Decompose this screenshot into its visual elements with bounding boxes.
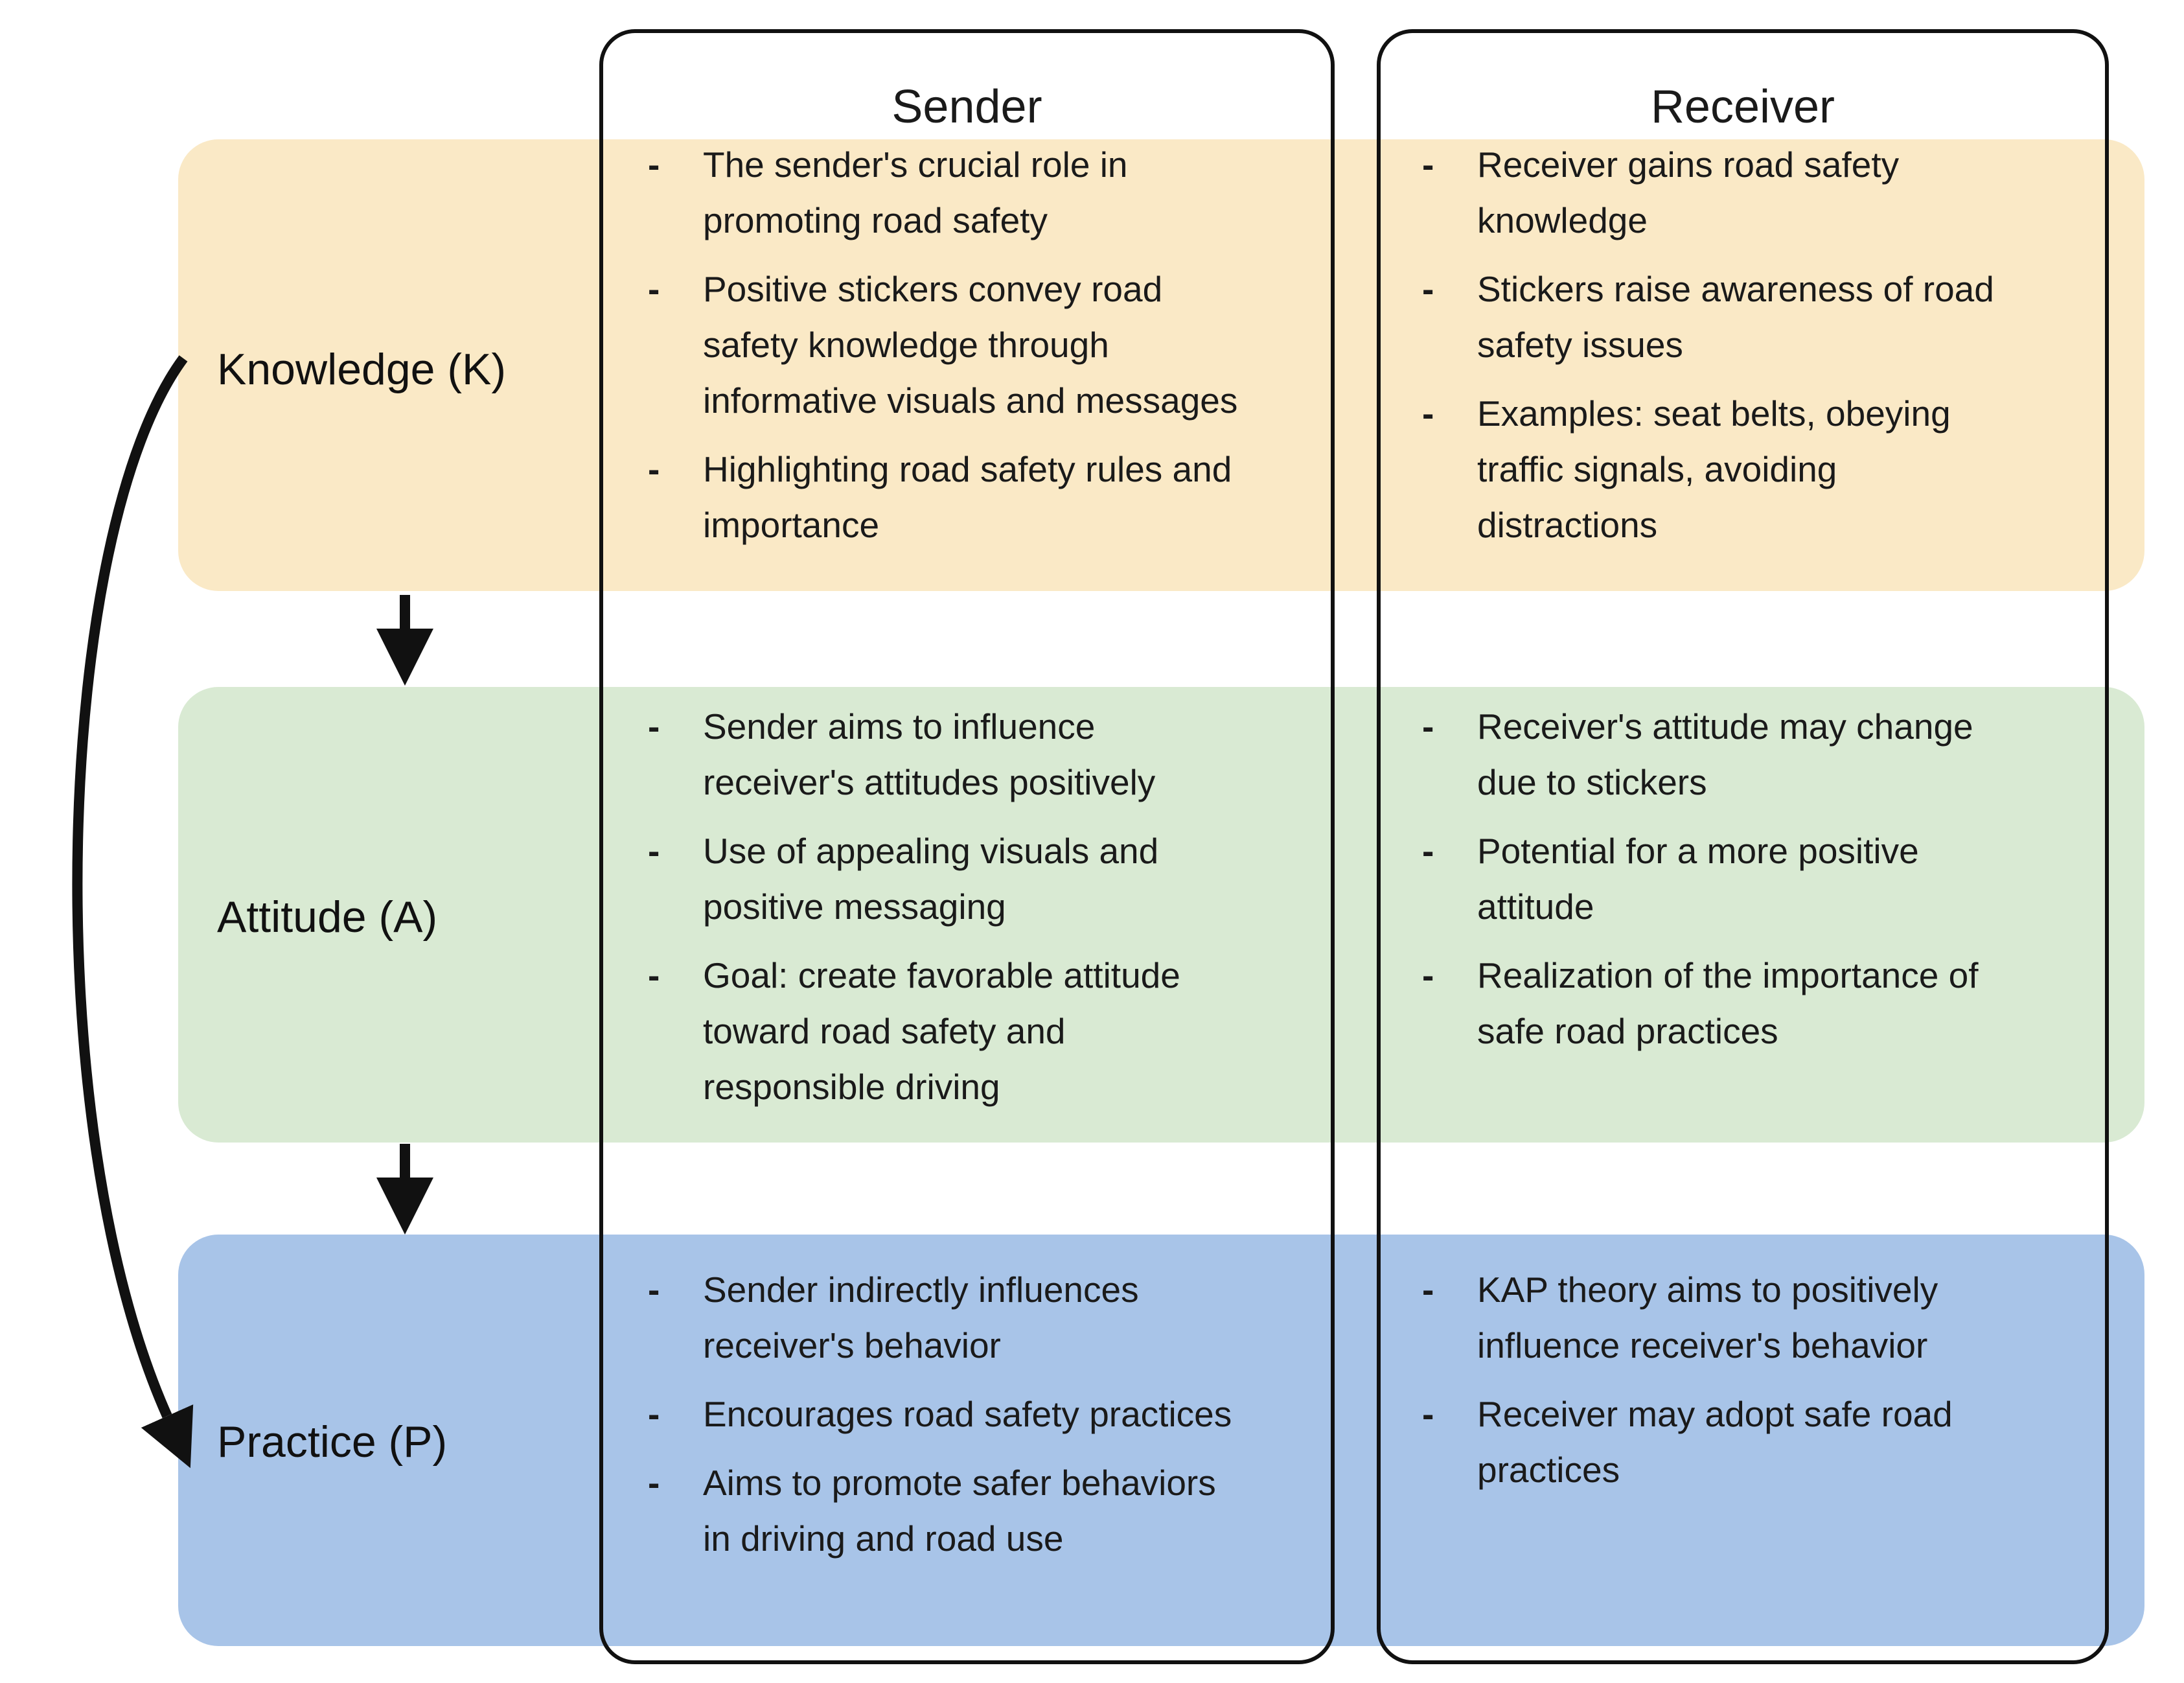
- bullet-dash-icon: -: [648, 269, 660, 309]
- bullet-dash-icon: -: [648, 145, 660, 185]
- bullet-item: - Aims to promote safer behaviors in drivi…: [648, 1455, 1325, 1566]
- bullet-item: - Sender indirectly influences receiver's …: [648, 1262, 1325, 1373]
- sender-column-title: Sender: [891, 81, 1042, 133]
- bullet-dash-icon: -: [1422, 706, 1434, 747]
- bullet-dash-icon: -: [1422, 831, 1434, 871]
- sender-cell-attitude: - Sender aims to influence receiver's atti…: [648, 699, 1325, 1115]
- bullet-line: attitude: [1477, 887, 1594, 927]
- bullet-line: receiver's behavior: [703, 1325, 1001, 1365]
- bullet-line: Positive stickers convey road: [703, 269, 1163, 309]
- bullet-line: Receiver may adopt safe road: [1477, 1394, 1953, 1434]
- bullet-item: - Receiver gains road safety knowledge: [1422, 137, 2096, 248]
- receiver-column-title: Receiver: [1650, 81, 1835, 133]
- bullet-line: practices: [1477, 1450, 1620, 1490]
- bullet-item: - Realization of the importance of safe ro…: [1422, 947, 2096, 1059]
- bullet-item: - Receiver's attitude may change due to st…: [1422, 699, 2096, 810]
- receiver-cell-practice: - KAP theory aims to positively influence …: [1422, 1262, 2096, 1498]
- sender-cell-knowledge: - The sender's crucial role in promoting r…: [648, 137, 1325, 553]
- sender-column-box: [599, 29, 1335, 1664]
- bullet-line: importance: [703, 505, 880, 545]
- bullet-line: knowledge: [1477, 200, 1648, 240]
- bullet-dash-icon: -: [1422, 393, 1434, 434]
- bullet-dash-icon: -: [1422, 269, 1434, 309]
- row-band-practice: [178, 1235, 2144, 1646]
- bullet-dash-icon: -: [1422, 1394, 1434, 1434]
- bullet-item: - KAP theory aims to positively influence …: [1422, 1262, 2096, 1373]
- bullet-line: Receiver's attitude may change: [1477, 706, 1973, 747]
- bullet-line: Use of appealing visuals and: [703, 831, 1159, 871]
- bullet-line: toward road safety and: [703, 1011, 1066, 1051]
- bullet-dash-icon: -: [648, 955, 660, 995]
- bullet-line: safety knowledge through: [703, 325, 1109, 365]
- bullet-line: KAP theory aims to positively: [1477, 1270, 1938, 1310]
- bullet-line: Goal: create favorable attitude: [703, 955, 1180, 995]
- bullet-line: receiver's attitudes positively: [703, 762, 1156, 802]
- bullet-line: The sender's crucial role in: [703, 145, 1128, 185]
- bullet-dash-icon: -: [1422, 145, 1434, 185]
- bullet-line: responsible driving: [703, 1067, 1000, 1107]
- bullet-line: distractions: [1477, 505, 1658, 545]
- bullet-line: positive messaging: [703, 887, 1006, 927]
- sender-cell-practice: - Sender indirectly influences receiver's …: [648, 1262, 1325, 1566]
- bullet-dash-icon: -: [648, 1270, 660, 1310]
- bullet-dash-icon: -: [648, 449, 660, 489]
- bullet-dash-icon: -: [1422, 955, 1434, 995]
- bullet-line: Sender aims to influence: [703, 706, 1096, 747]
- bullet-dash-icon: -: [648, 1394, 660, 1434]
- curved-feedback-arrow-icon: [72, 355, 194, 1468]
- bullet-item: - Encourages road safety practices: [648, 1386, 1325, 1442]
- bullet-line: Encourages road safety practices: [703, 1394, 1232, 1434]
- receiver-cell-knowledge: - Receiver gains road safety knowledge - Sti…: [1422, 137, 2096, 553]
- bullet-line: Examples: seat belts, obeying: [1477, 393, 1951, 434]
- bullet-line: Realization of the importance of: [1477, 955, 1979, 995]
- bullet-item: - Highlighting road safety rules and impor…: [648, 441, 1325, 553]
- bullet-item: - Sender aims to influence receiver's atti…: [648, 699, 1325, 810]
- row-band-attitude: [178, 687, 2144, 1143]
- row-band-knowledge: [178, 139, 2144, 591]
- bullet-item: - Receiver may adopt safe road practices: [1422, 1386, 2096, 1498]
- bullet-line: safe road practices: [1477, 1011, 1778, 1051]
- bullet-item: - Use of appealing visuals and positive me…: [648, 823, 1325, 934]
- bullet-line: Aims to promote safer behaviors: [703, 1463, 1216, 1503]
- bullet-line: Stickers raise awareness of road: [1477, 269, 1994, 309]
- bullet-line: promoting road safety: [703, 200, 1048, 240]
- bullet-line: informative visuals and messages: [703, 380, 1238, 421]
- bullet-line: in driving and road use: [703, 1518, 1064, 1559]
- bullet-item: - The sender's crucial role in promoting r…: [648, 137, 1325, 248]
- bullet-line: Highlighting road safety rules and: [703, 449, 1232, 489]
- bullet-line: safety issues: [1477, 325, 1683, 365]
- bullet-line: traffic signals, avoiding: [1477, 449, 1837, 489]
- bullet-item: - Potential for a more positive attitude: [1422, 823, 2096, 934]
- bullet-line: due to stickers: [1477, 762, 1707, 802]
- bullet-line: Sender indirectly influences: [703, 1270, 1139, 1310]
- bullet-line: Potential for a more positive: [1477, 831, 1919, 871]
- bullet-line: influence receiver's behavior: [1477, 1325, 1928, 1365]
- bullet-item: - Positive stickers convey road safety kno…: [648, 261, 1325, 428]
- bullet-dash-icon: -: [648, 831, 660, 871]
- receiver-cell-attitude: - Receiver's attitude may change due to st…: [1422, 699, 2096, 1059]
- bullet-dash-icon: -: [1422, 1270, 1434, 1310]
- bullet-item: - Goal: create favorable attitude toward r…: [648, 947, 1325, 1115]
- receiver-column-box: [1377, 29, 2109, 1664]
- bullet-dash-icon: -: [648, 1463, 660, 1503]
- bullet-line: Receiver gains road safety: [1477, 145, 1900, 185]
- row-label-attitude: Attitude (A): [217, 892, 438, 942]
- row-label-knowledge: Knowledge (K): [217, 345, 507, 394]
- bullet-dash-icon: -: [648, 706, 660, 747]
- row-label-practice: Practice (P): [217, 1417, 448, 1467]
- bullet-item: - Examples: seat belts, obeying traffic si…: [1422, 386, 2096, 553]
- bullet-item: - Stickers raise awareness of road safety …: [1422, 261, 2096, 373]
